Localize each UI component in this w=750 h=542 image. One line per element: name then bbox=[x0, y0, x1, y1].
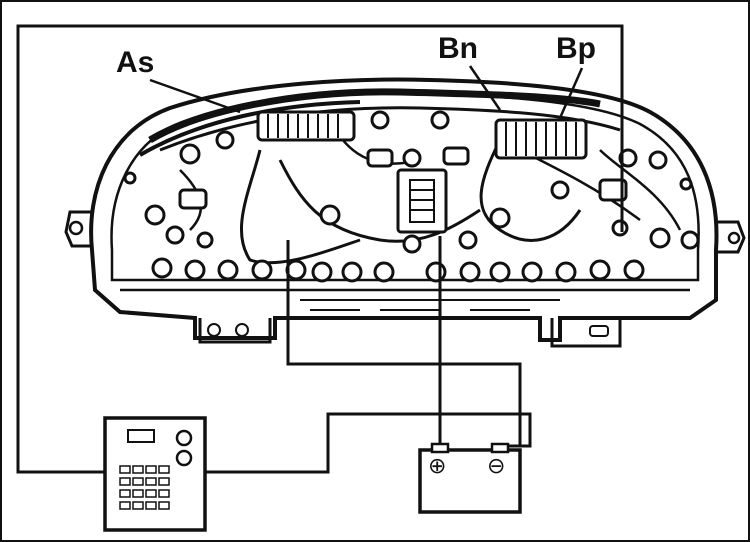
multimeter bbox=[103, 416, 207, 532]
battery-negative-terminal-symbol: ⊖ bbox=[487, 454, 506, 479]
meter-probe-jack-1 bbox=[175, 429, 193, 447]
label-bp: Bp bbox=[556, 32, 596, 65]
battery-positive-terminal-symbol: ⊕ bbox=[428, 454, 447, 479]
battery bbox=[418, 442, 522, 514]
leader-bn bbox=[468, 65, 502, 111]
label-bn: Bn bbox=[438, 32, 478, 65]
right-mounting-ear bbox=[716, 220, 746, 254]
wire-harness bbox=[138, 88, 682, 265]
meter-keypad bbox=[119, 465, 170, 510]
callout-leaders bbox=[149, 65, 584, 119]
meter-display bbox=[127, 429, 155, 443]
left-mounting-ear bbox=[64, 210, 92, 248]
battery-case bbox=[418, 448, 522, 514]
test-circuit bbox=[16, 24, 624, 474]
leader-bp bbox=[558, 67, 584, 119]
bottom-tab-left bbox=[198, 318, 272, 344]
cluster-outer-housing bbox=[89, 77, 719, 342]
battery-post-positive bbox=[430, 442, 450, 454]
meter-probe-jack-2 bbox=[175, 449, 193, 467]
battery-post-negative bbox=[490, 442, 510, 454]
wire-cluster-to-battery-neg bbox=[286, 240, 522, 446]
central-display-module bbox=[396, 168, 448, 234]
bottom-socket-row bbox=[151, 257, 645, 283]
connector-left bbox=[256, 110, 356, 142]
label-as: As bbox=[116, 46, 155, 79]
connector-right bbox=[494, 118, 588, 160]
wire-meter-to-battery-neg bbox=[205, 412, 532, 474]
bottom-tab-right bbox=[550, 318, 622, 348]
leader-as bbox=[149, 78, 241, 114]
wire-meter-to-cluster bbox=[16, 24, 624, 474]
